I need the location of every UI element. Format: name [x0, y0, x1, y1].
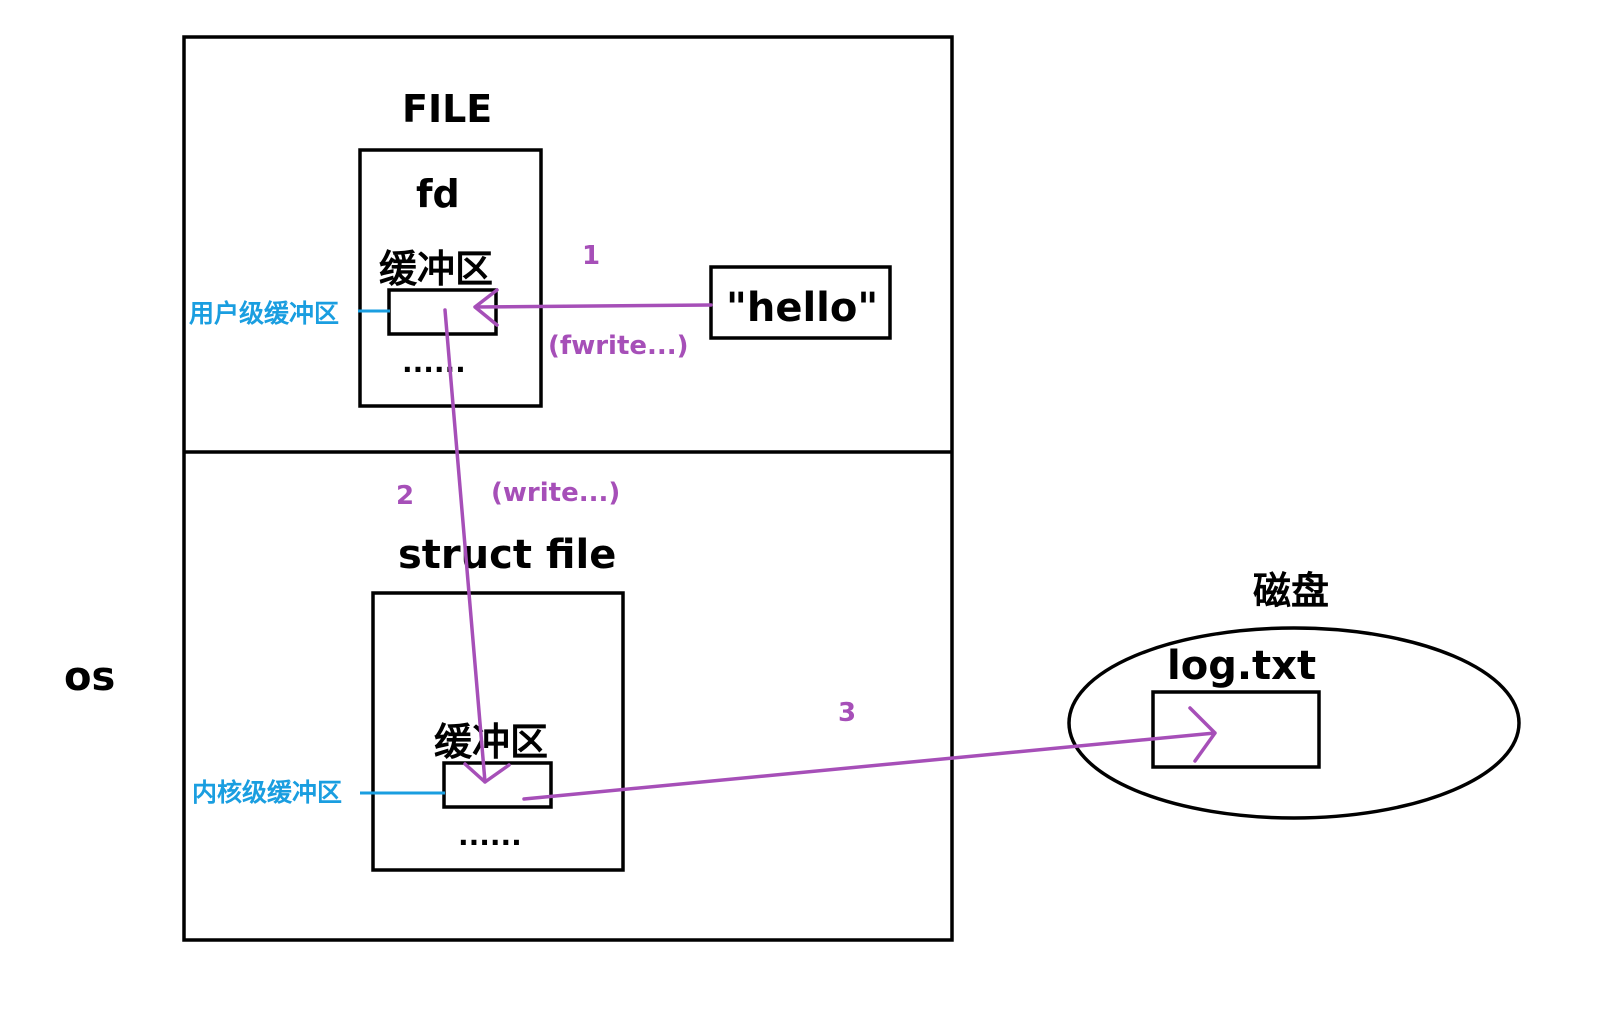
step-3-number: 3: [838, 698, 856, 728]
kernel-buffer-title: 缓冲区: [434, 720, 548, 764]
log-file-label: log.txt: [1167, 643, 1316, 689]
write-arrow: [443, 308, 511, 784]
struct-file-title: struct file: [398, 532, 616, 578]
kernel-buffer-box: [442, 761, 553, 809]
file-title: FILE: [402, 87, 492, 131]
struct-file-box: [371, 591, 625, 872]
log-file-box: [1151, 690, 1321, 769]
fwrite-arrow: [473, 288, 713, 327]
user-ellipsis: ......: [402, 346, 466, 379]
disk-ellipse: [1067, 626, 1521, 820]
flush-to-disk-arrow: [522, 706, 1217, 801]
user-buffer-label: 用户级缓冲区: [189, 299, 339, 328]
disk-title: 磁盘: [1253, 569, 1329, 613]
kernel-ellipsis: ......: [458, 819, 522, 852]
file-struct-box: [358, 148, 543, 408]
hello-text: "hello": [726, 285, 878, 331]
os-container: [182, 35, 954, 942]
fd-label: fd: [416, 172, 460, 216]
step-2-number: 2: [396, 481, 414, 511]
os-label: os: [64, 654, 115, 700]
user-buffer-title: 缓冲区: [379, 247, 493, 291]
step-2-call: (write...): [491, 478, 620, 508]
step-1-call: (fwrite...): [548, 331, 689, 361]
step-1-number: 1: [582, 241, 600, 271]
hello-box: [709, 265, 892, 340]
kernel-buffer-label: 内核级缓冲区: [192, 778, 342, 807]
